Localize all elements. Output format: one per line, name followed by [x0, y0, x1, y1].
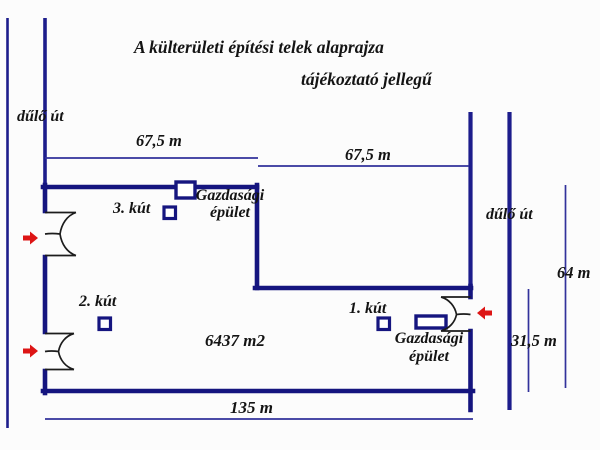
well-markers [97, 205, 392, 332]
door-swing-right-icon [440, 296, 471, 332]
right-road-label: dűlő út [486, 206, 533, 223]
building-bottom-label: Gazdasági épület [389, 330, 469, 365]
dimension-lines [45, 157, 567, 420]
well2-label: 2. kút [79, 293, 117, 310]
left-road-label: dűlő út [17, 108, 64, 125]
arrow-right-lower-icon [23, 344, 38, 358]
arrow-left-icon [477, 306, 492, 320]
well3-label: 3. kút [113, 200, 151, 217]
plot-area-label: 6437 m2 [205, 331, 265, 350]
left-road-lines [6, 18, 47, 428]
building-bottom-marker [414, 314, 448, 330]
building-top-marker [174, 180, 197, 200]
building-markers [174, 180, 448, 330]
plot-boundary [40, 182, 476, 413]
arrow-right-upper-icon [23, 231, 38, 245]
well1-marker [376, 316, 392, 332]
well3-marker [162, 205, 178, 221]
building-top-label: Gazdasági épület [192, 187, 268, 221]
door-symbols [44, 211, 471, 371]
door-swing-lower-left-icon [44, 332, 75, 371]
right-road-lines [468, 112, 512, 410]
dim-right-lower-label: 31,5 m [511, 331, 557, 350]
dim-top-left-label: 67,5 m [136, 131, 182, 150]
building-top-label-line1: Gazdasági [195, 187, 265, 204]
dim-top-right-label: 67,5 m [345, 145, 391, 164]
well2-marker [97, 316, 113, 332]
dim-right-full-label: 64 m [557, 263, 591, 282]
building-top-label-line2: épület [210, 204, 250, 221]
building-bottom-label-line2: épület [409, 347, 449, 365]
plan-title-line2: tájékoztató jellegű [301, 69, 432, 89]
plan-title-line1: A külterületi építési telek alaprajza [134, 37, 384, 57]
building-bottom-label-line1: Gazdasági [394, 330, 464, 347]
entrance-arrows [23, 231, 492, 358]
well1-label: 1. kút [349, 300, 387, 317]
door-swing-upper-left-icon [44, 211, 77, 257]
dim-bottom-label: 135 m [230, 398, 273, 417]
